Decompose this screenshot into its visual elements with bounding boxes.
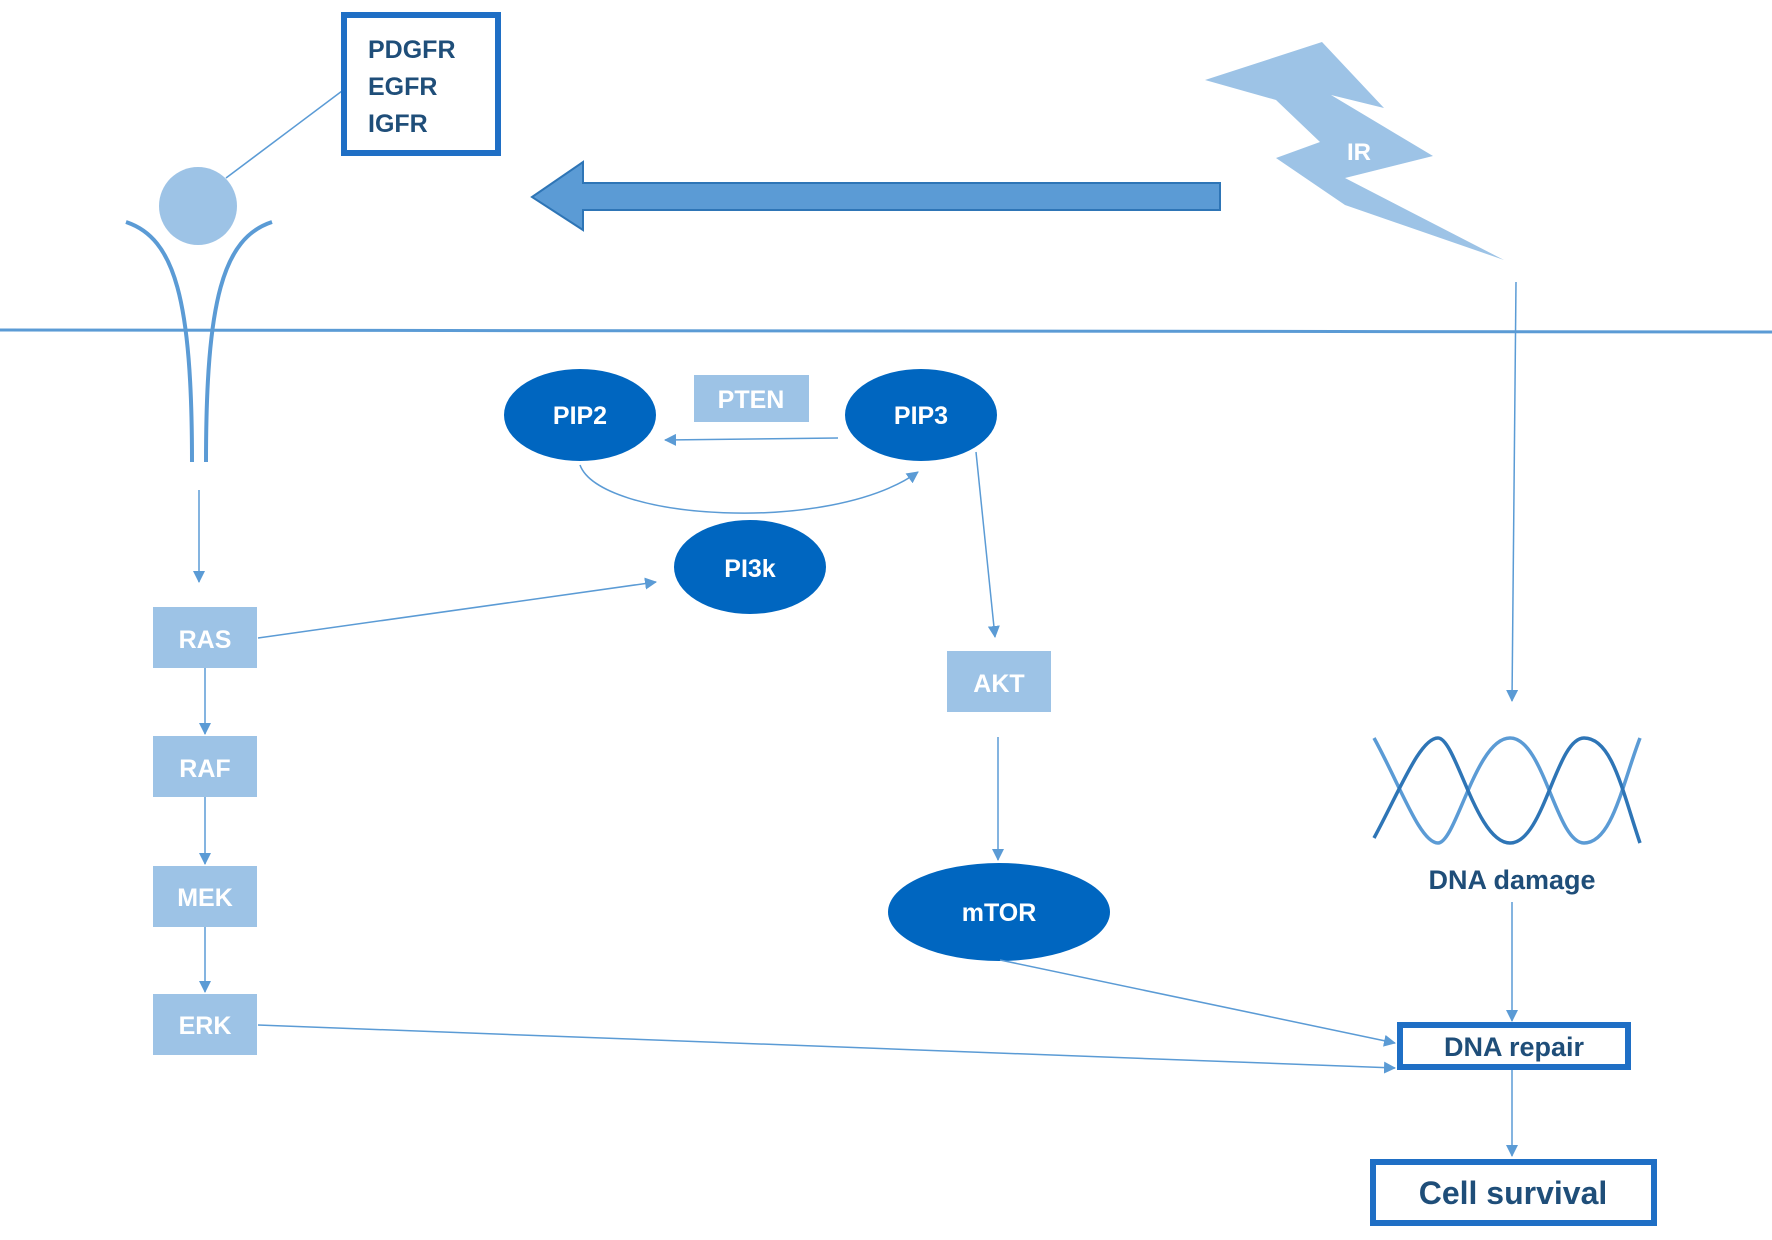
mtor-node: [888, 863, 1110, 961]
pip2-to-pip3-arrow: [579, 464, 919, 514]
mtor-to-repair-arrow: [999, 959, 1396, 1047]
mtor-label: mTOR: [962, 899, 1037, 927]
receptor-pdgfr: PDGFR: [368, 36, 456, 64]
pi3k-node: [674, 520, 826, 614]
mek-box: [153, 866, 257, 927]
receptor-box: [341, 12, 501, 156]
erk-label: ERK: [179, 1012, 232, 1040]
receptor-egfr: EGFR: [368, 73, 437, 101]
erk-to-repair-arrow: [257, 1024, 1396, 1074]
pi3k-label: PI3k: [724, 555, 776, 583]
erk-box: [153, 994, 257, 1055]
pip3-to-pip2-arrow: [664, 433, 839, 446]
pip3-node: [845, 369, 997, 461]
cell-survival-box: [1370, 1159, 1657, 1226]
ir-to-dna-arrow: [1506, 281, 1519, 702]
ir-label: IR: [1347, 139, 1371, 166]
receptor-connector: [225, 87, 347, 179]
pten-box: [694, 375, 809, 422]
lightning-icon: [1205, 42, 1504, 260]
dna-repair-label: DNA repair: [1444, 1032, 1585, 1062]
cell-survival-label: Cell survival: [1419, 1175, 1608, 1211]
receptor-icon: [125, 167, 273, 463]
dna-damage-label: DNA damage: [1428, 865, 1595, 895]
pip3-to-akt-arrow: [975, 451, 1000, 638]
ras-label: RAS: [179, 626, 232, 654]
dna-helix-icon: [1372, 736, 1642, 845]
pip2-node: [504, 369, 656, 461]
raf-box: [153, 736, 257, 797]
raf-label: RAF: [179, 755, 230, 783]
ras-to-pi3k-arrow: [257, 577, 657, 639]
akt-box: [947, 651, 1051, 712]
pten-label: PTEN: [718, 386, 785, 414]
mek-label: MEK: [177, 884, 233, 912]
ras-box: [153, 607, 257, 668]
akt-label: AKT: [973, 670, 1024, 698]
pip3-label: PIP3: [894, 402, 948, 430]
pip2-label: PIP2: [553, 402, 607, 430]
ir-to-receptor-arrow: [530, 160, 1221, 232]
cell-membrane: [0, 328, 1772, 334]
receptor-igfr: IGFR: [368, 110, 428, 138]
dna-repair-box: [1397, 1022, 1631, 1070]
